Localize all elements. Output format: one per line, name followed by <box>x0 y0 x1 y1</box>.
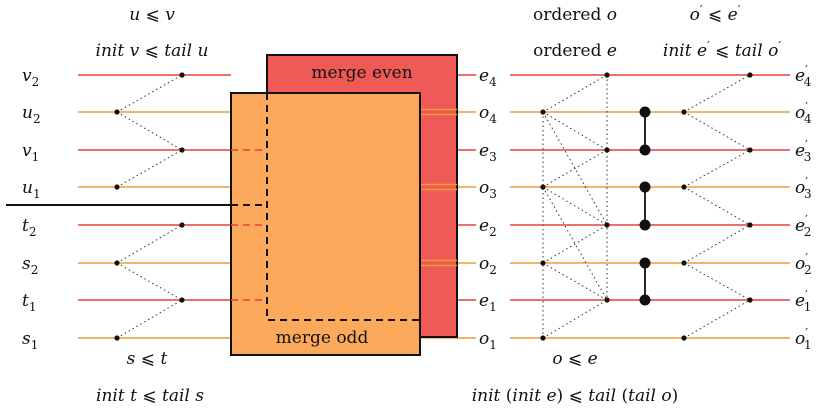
small-node <box>747 222 753 228</box>
dotted-link <box>116 149 183 188</box>
small-node <box>114 184 120 190</box>
annotation-u-le-v: u ⩽ v <box>129 5 175 25</box>
small-node <box>604 147 610 153</box>
annotation-init-v-tail-u: init v ⩽ tail u <box>96 41 209 61</box>
annotation-ordered-e: ordered e <box>533 41 617 61</box>
small-node <box>540 109 546 115</box>
input-label: u1 <box>22 178 41 201</box>
small-node <box>604 72 610 78</box>
dotted-link <box>683 186 751 226</box>
final-output-label: e′3 <box>795 138 811 164</box>
small-node <box>681 184 687 190</box>
final-output-label: o′3 <box>795 175 812 201</box>
dotted-link <box>542 149 608 188</box>
final-output-label: e′4 <box>795 63 812 89</box>
dotted-comparators <box>114 72 753 341</box>
annotation-o-le-e: o ⩽ e <box>552 349 597 369</box>
comparator-node <box>639 219 651 231</box>
big-comparators <box>639 106 651 306</box>
small-node <box>747 72 753 78</box>
comparator-node <box>639 257 651 269</box>
annotation-s-le-t: s ⩽ t <box>127 349 168 369</box>
small-node <box>114 335 120 341</box>
final-output-label: e′1 <box>795 288 811 314</box>
small-node <box>179 222 185 228</box>
small-node <box>681 260 687 266</box>
dotted-link <box>542 111 608 226</box>
small-node <box>540 260 546 266</box>
merge-even-hidden-outline <box>266 93 420 321</box>
merge-even-label: merge even <box>311 63 412 83</box>
merge-output-label: e3 <box>479 141 497 164</box>
small-node <box>681 109 687 115</box>
wire-labels: v2 u2 v1 u1 t2 s2 t1 s1 e4 o4 e3 o3 e2 o2 e1 o1 e′4 o′4 e′… <box>22 63 812 352</box>
dotted-link <box>542 224 608 264</box>
merge-output-label: o2 <box>479 254 497 277</box>
annotation-init-init-e-tail-tail-o: init (init e) ⩽ tail (tail o) <box>472 386 679 406</box>
annotation-init-e-prime-tail-o-prime: init e′ ⩽ tail o′ <box>663 39 781 61</box>
final-output-label: o′4 <box>795 100 812 126</box>
hidden-even-wires <box>231 149 267 301</box>
small-node <box>681 335 687 341</box>
final-output-label: o′1 <box>795 326 812 352</box>
merge-output-label: e2 <box>479 216 497 239</box>
merge-output-label: o1 <box>479 329 497 352</box>
dotted-link <box>683 262 751 301</box>
annotation-init-t-tail-s: init t ⩽ tail s <box>96 386 204 406</box>
comparator-node <box>639 106 651 118</box>
dotted-link <box>683 224 751 264</box>
small-node <box>114 109 120 115</box>
left-input-wires <box>78 74 231 339</box>
merge-odd-box <box>230 92 421 356</box>
dotted-link <box>683 149 751 188</box>
dotted-link <box>542 186 608 226</box>
merge-odd-label: merge odd <box>276 328 369 348</box>
small-node <box>179 72 185 78</box>
comparator-node <box>639 144 651 156</box>
merge-output-label: e4 <box>479 66 497 89</box>
small-node <box>747 297 753 303</box>
merge-output-label: o3 <box>479 178 497 201</box>
dotted-link <box>116 74 183 113</box>
input-label: u2 <box>22 103 41 126</box>
dotted-link <box>116 111 183 151</box>
small-node <box>747 147 753 153</box>
input-label: t2 <box>22 216 36 239</box>
dotted-link <box>116 262 183 301</box>
input-label: v2 <box>22 66 39 89</box>
input-label: t1 <box>22 291 36 314</box>
small-node <box>540 335 546 341</box>
dotted-link <box>542 262 608 301</box>
small-node <box>179 297 185 303</box>
dotted-link <box>683 74 751 113</box>
input-label: v1 <box>22 141 39 164</box>
dotted-link <box>116 299 183 339</box>
input-label: s2 <box>22 254 38 277</box>
input-label: s1 <box>22 329 38 352</box>
dotted-link <box>542 299 608 339</box>
dotted-link <box>542 111 608 151</box>
small-node <box>604 222 610 228</box>
small-node <box>540 184 546 190</box>
dotted-link <box>542 74 608 113</box>
dotted-link <box>683 111 751 151</box>
final-output-label: o′2 <box>795 251 812 277</box>
small-node <box>114 260 120 266</box>
comparator-node <box>639 181 651 193</box>
final-output-label: e′2 <box>795 213 811 239</box>
merge-even-double-wires <box>420 108 457 267</box>
annotation-o-prime-le-e-prime: o′ ⩽ e′ <box>690 3 741 25</box>
dotted-link <box>116 224 183 264</box>
comparator-node <box>639 294 651 306</box>
annotation-ordered-o: ordered o <box>533 5 617 25</box>
small-node <box>179 147 185 153</box>
small-node <box>604 297 610 303</box>
dotted-link <box>683 299 751 339</box>
dotted-link <box>542 186 608 301</box>
merge-output-label: e1 <box>479 291 497 314</box>
merge-output-label: o4 <box>479 103 497 126</box>
